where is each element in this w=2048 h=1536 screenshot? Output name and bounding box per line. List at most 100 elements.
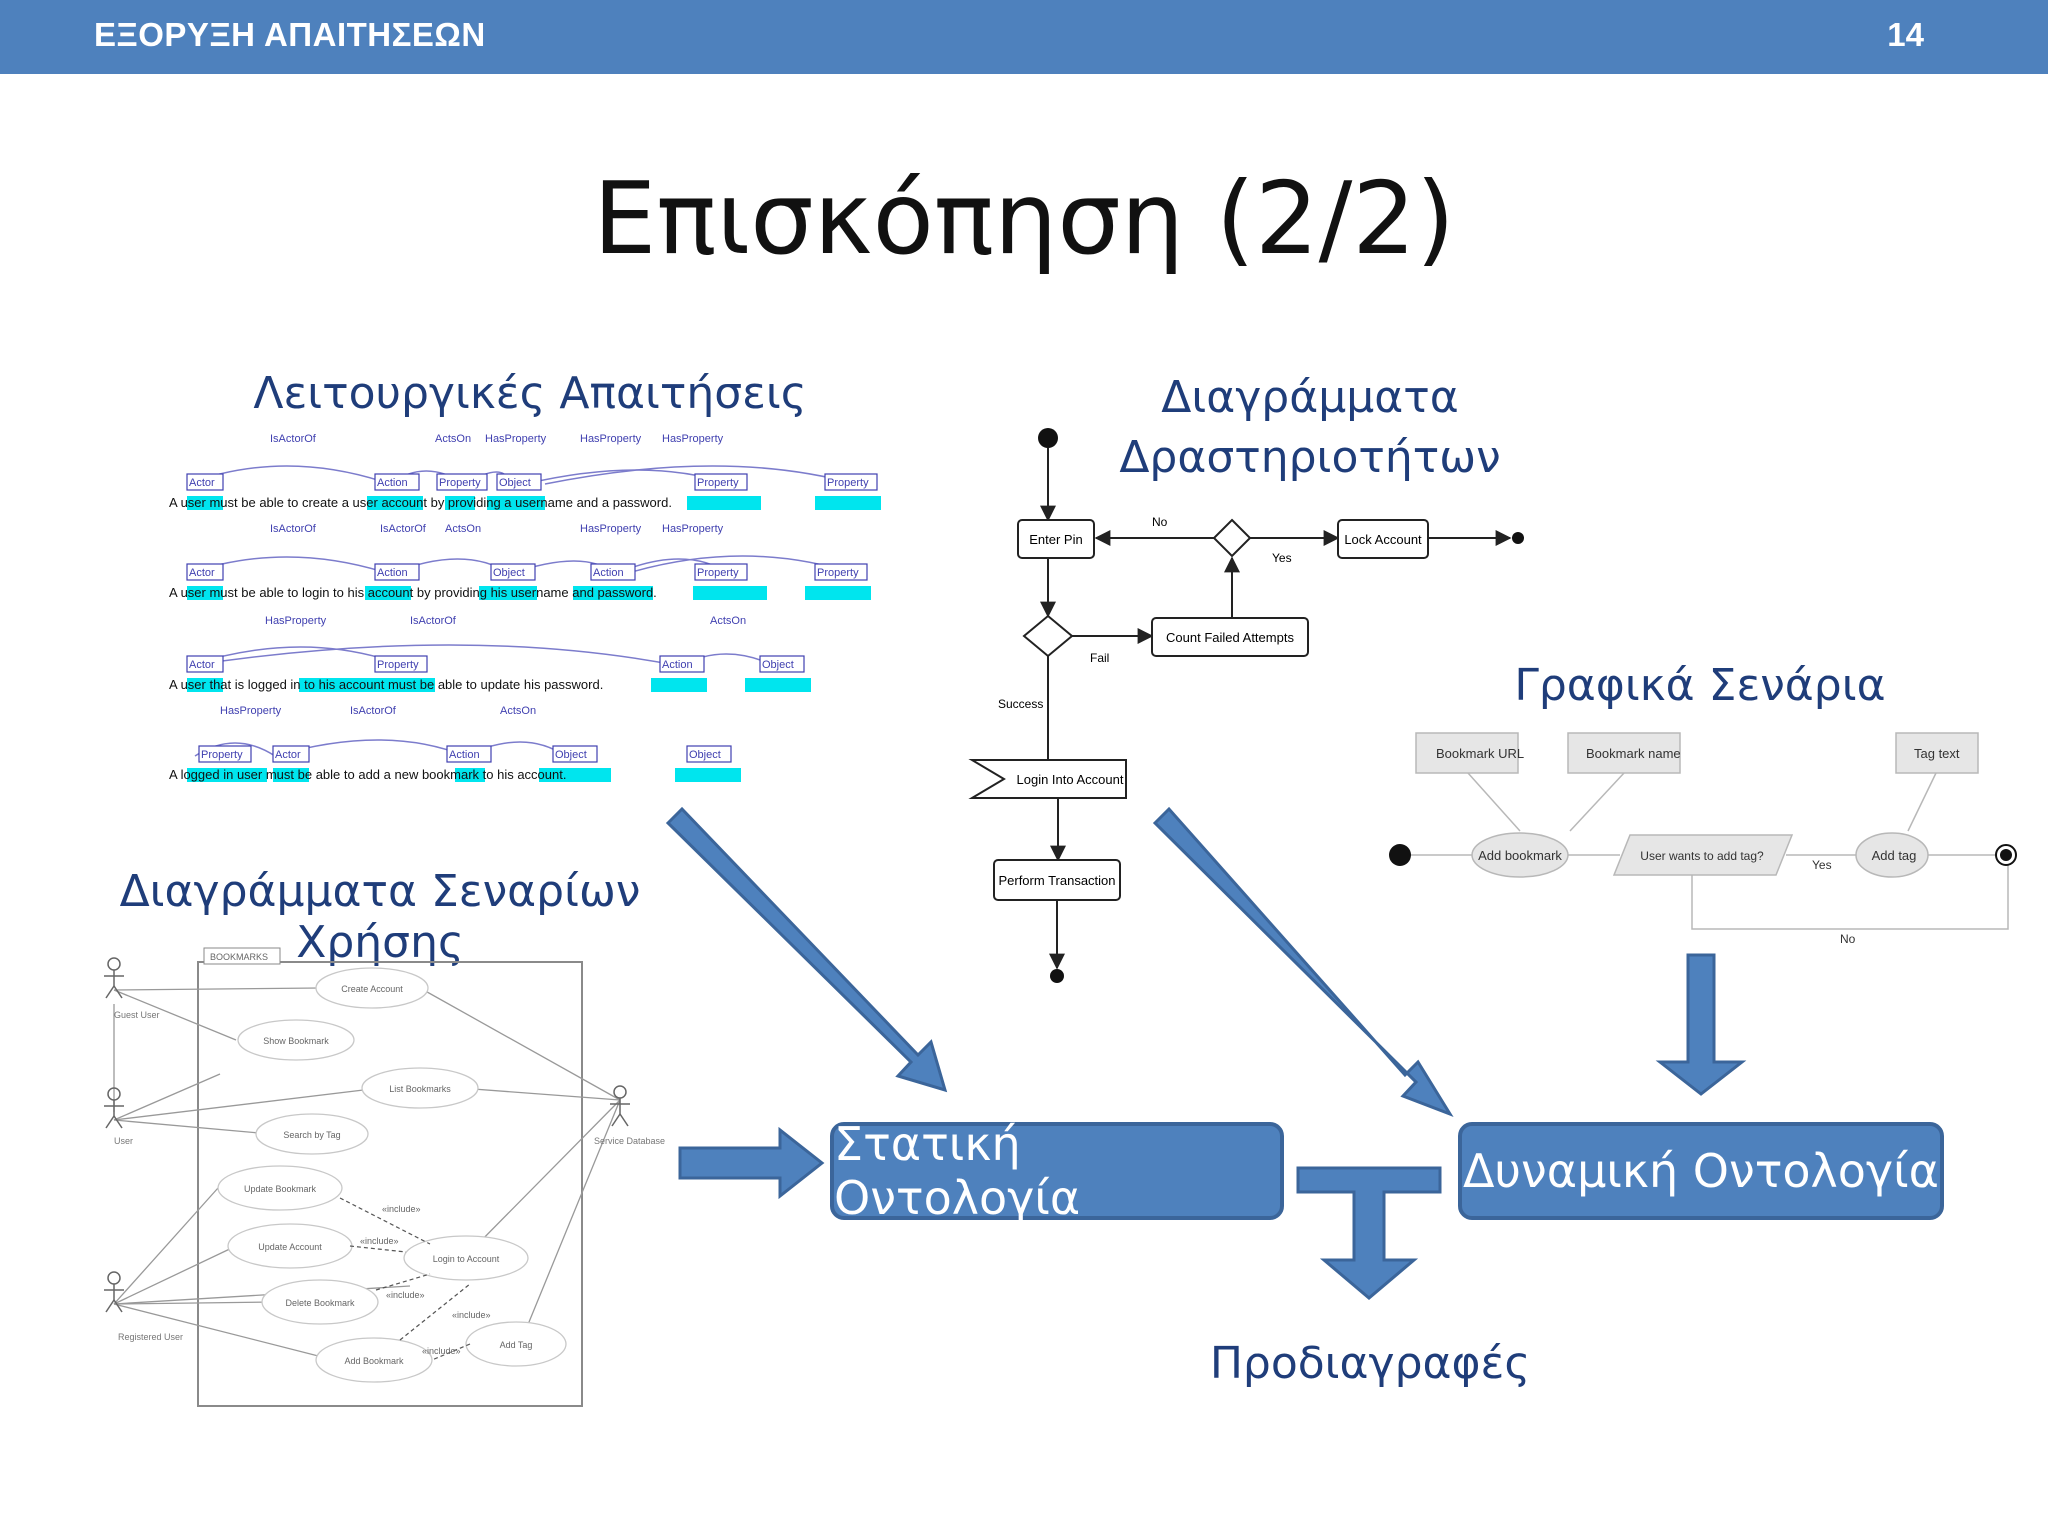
svg-text:Action: Action <box>449 749 480 761</box>
use-case-item: Update Bookmark <box>244 1184 317 1194</box>
activity-no: No <box>1152 515 1168 529</box>
svg-text:HasProperty: HasProperty <box>485 433 547 445</box>
activity-diagram-figure: Enter Pin No Lock Account Yes Count Fail… <box>960 420 1540 1000</box>
svg-text:IsActorOf: IsActorOf <box>270 523 317 535</box>
static-ontology-box: Στατική Οντολογία <box>830 1117 1284 1225</box>
arrow-to-specifications <box>1296 1166 1442 1300</box>
svg-text:ActsOn: ActsOn <box>445 523 481 535</box>
include-label: «include» <box>382 1204 421 1214</box>
svg-text:ActsOn: ActsOn <box>500 705 536 717</box>
use-case-item: Add Bookmark <box>344 1356 404 1366</box>
scenario-yes: Yes <box>1812 858 1832 872</box>
svg-text:Actor: Actor <box>189 659 215 671</box>
svg-text:Object: Object <box>555 749 587 761</box>
svg-text:IsActorOf: IsActorOf <box>410 615 457 627</box>
svg-text:IsActorOf: IsActorOf <box>270 433 317 445</box>
use-case-diagram-figure: BOOKMARKS Guest User User Registered Use… <box>100 940 680 1410</box>
use-case-item: Add Tag <box>500 1340 533 1350</box>
header-bar: ΕΞΟΡΥΞΗ ΑΠΑΙΤΗΣΕΩΝ 14 <box>0 0 2048 74</box>
svg-text:ActsOn: ActsOn <box>710 615 746 627</box>
svg-text:ActsOn: ActsOn <box>435 433 471 445</box>
scenario-tag-text: Tag text <box>1914 746 1960 761</box>
scenario-user-wants: User wants to add tag? <box>1640 849 1764 863</box>
scenario-no: No <box>1840 932 1856 946</box>
svg-text:Property: Property <box>697 567 739 579</box>
page-number: 14 <box>1887 16 1924 53</box>
use-case-item: List Bookmarks <box>389 1084 451 1094</box>
svg-text:Property: Property <box>827 477 869 489</box>
use-case-item: Delete Bookmark <box>285 1298 355 1308</box>
scenario-add-tag: Add tag <box>1872 848 1917 863</box>
svg-text:Property: Property <box>201 749 243 761</box>
activity-fail: Fail <box>1090 651 1109 665</box>
use-case-actor: Service Database <box>594 1136 665 1146</box>
svg-text:IsActorOf: IsActorOf <box>350 705 397 717</box>
label-functional-requirements: Λειτουργικές Απαιτήσεις <box>253 368 807 419</box>
svg-text:Actor: Actor <box>189 477 215 489</box>
svg-text:IsActorOf: IsActorOf <box>380 523 427 535</box>
svg-text:Action: Action <box>377 567 408 579</box>
svg-text:Action: Action <box>377 477 408 489</box>
svg-text:Object: Object <box>499 477 531 489</box>
header-title: ΕΞΟΡΥΞΗ ΑΠΑΙΤΗΣΕΩΝ <box>94 16 486 53</box>
graphical-scenario-figure: Bookmark URL Bookmark name Tag text Add … <box>1380 725 2030 955</box>
svg-text:HasProperty: HasProperty <box>580 523 642 535</box>
svg-text:HasProperty: HasProperty <box>265 615 327 627</box>
scenario-bookmark-name: Bookmark name <box>1586 746 1681 761</box>
activity-success: Success <box>998 697 1043 711</box>
use-case-actor: Registered User <box>118 1332 183 1342</box>
use-case-system: BOOKMARKS <box>210 952 268 962</box>
label-specifications: Προδιαγραφές <box>1209 1338 1531 1389</box>
svg-text:Actor: Actor <box>275 749 301 761</box>
svg-text:Object: Object <box>493 567 525 579</box>
svg-text:Property: Property <box>697 477 739 489</box>
use-case-item: Login to Account <box>433 1254 500 1264</box>
svg-text:Action: Action <box>593 567 624 579</box>
svg-text:HasProperty: HasProperty <box>580 433 642 445</box>
activity-perform: Perform Transaction <box>998 873 1115 888</box>
requirement-sentence: A user must be able to create a user acc… <box>169 495 672 510</box>
use-case-svg: BOOKMARKS Guest User User Registered Use… <box>104 947 665 1407</box>
requirement-sentence: A logged in user must be able to add a n… <box>169 767 566 782</box>
include-label: «include» <box>386 1290 425 1300</box>
arrow-usecase-to-static <box>678 1126 825 1200</box>
activity-yes: Yes <box>1272 551 1292 565</box>
include-label: «include» <box>452 1310 491 1320</box>
svg-text:Object: Object <box>762 659 794 671</box>
scenario-bookmark-url: Bookmark URL <box>1436 746 1524 761</box>
scenario-svg: Bookmark URL Bookmark name Tag text Add … <box>1389 732 2017 946</box>
activity-count-failed: Count Failed Attempts <box>1166 630 1294 645</box>
arrow-scenario-to-dynamic <box>1655 953 1747 1096</box>
use-case-item: Update Account <box>258 1242 322 1252</box>
activity-svg: Enter Pin No Lock Account Yes Count Fail… <box>968 428 1524 983</box>
svg-text:HasProperty: HasProperty <box>662 523 724 535</box>
include-label: «include» <box>360 1236 399 1246</box>
dynamic-ontology-box: Δυναμική Οντολογία <box>1458 1122 1944 1220</box>
svg-text:HasProperty: HasProperty <box>220 705 282 717</box>
label-activity-line: Διαγράμματα <box>1161 372 1459 423</box>
use-case-item: Search by Tag <box>283 1130 340 1140</box>
label-use-case-diagrams: Διαγράμματα Σεναρίων Χρήσης <box>119 866 641 968</box>
use-case-item: Show Bookmark <box>263 1036 329 1046</box>
svg-text:HasProperty: HasProperty <box>662 433 724 445</box>
svg-text:Action: Action <box>662 659 693 671</box>
label-activity-line: Δραστηριοτήτων <box>1119 432 1501 483</box>
scenario-add-bookmark: Add bookmark <box>1478 848 1562 863</box>
use-case-actor: User <box>114 1136 133 1146</box>
svg-text:Property: Property <box>439 477 481 489</box>
use-case-actor: Guest User <box>114 1010 160 1020</box>
svg-text:Property: Property <box>377 659 419 671</box>
include-label: «include» <box>422 1346 461 1356</box>
svg-text:Property: Property <box>817 567 859 579</box>
requirement-sentence: A user must be able to login to his acco… <box>169 585 657 600</box>
activity-enter-pin: Enter Pin <box>1029 532 1082 547</box>
activity-login: Login Into Account <box>1017 772 1124 787</box>
requirement-sentence: A user that is logged in to his account … <box>169 677 603 692</box>
use-case-item: Create Account <box>341 984 403 994</box>
activity-lock-account: Lock Account <box>1344 532 1422 547</box>
slide-title: Επισκόπηση (2/2) <box>593 160 1455 277</box>
svg-text:Actor: Actor <box>189 567 215 579</box>
